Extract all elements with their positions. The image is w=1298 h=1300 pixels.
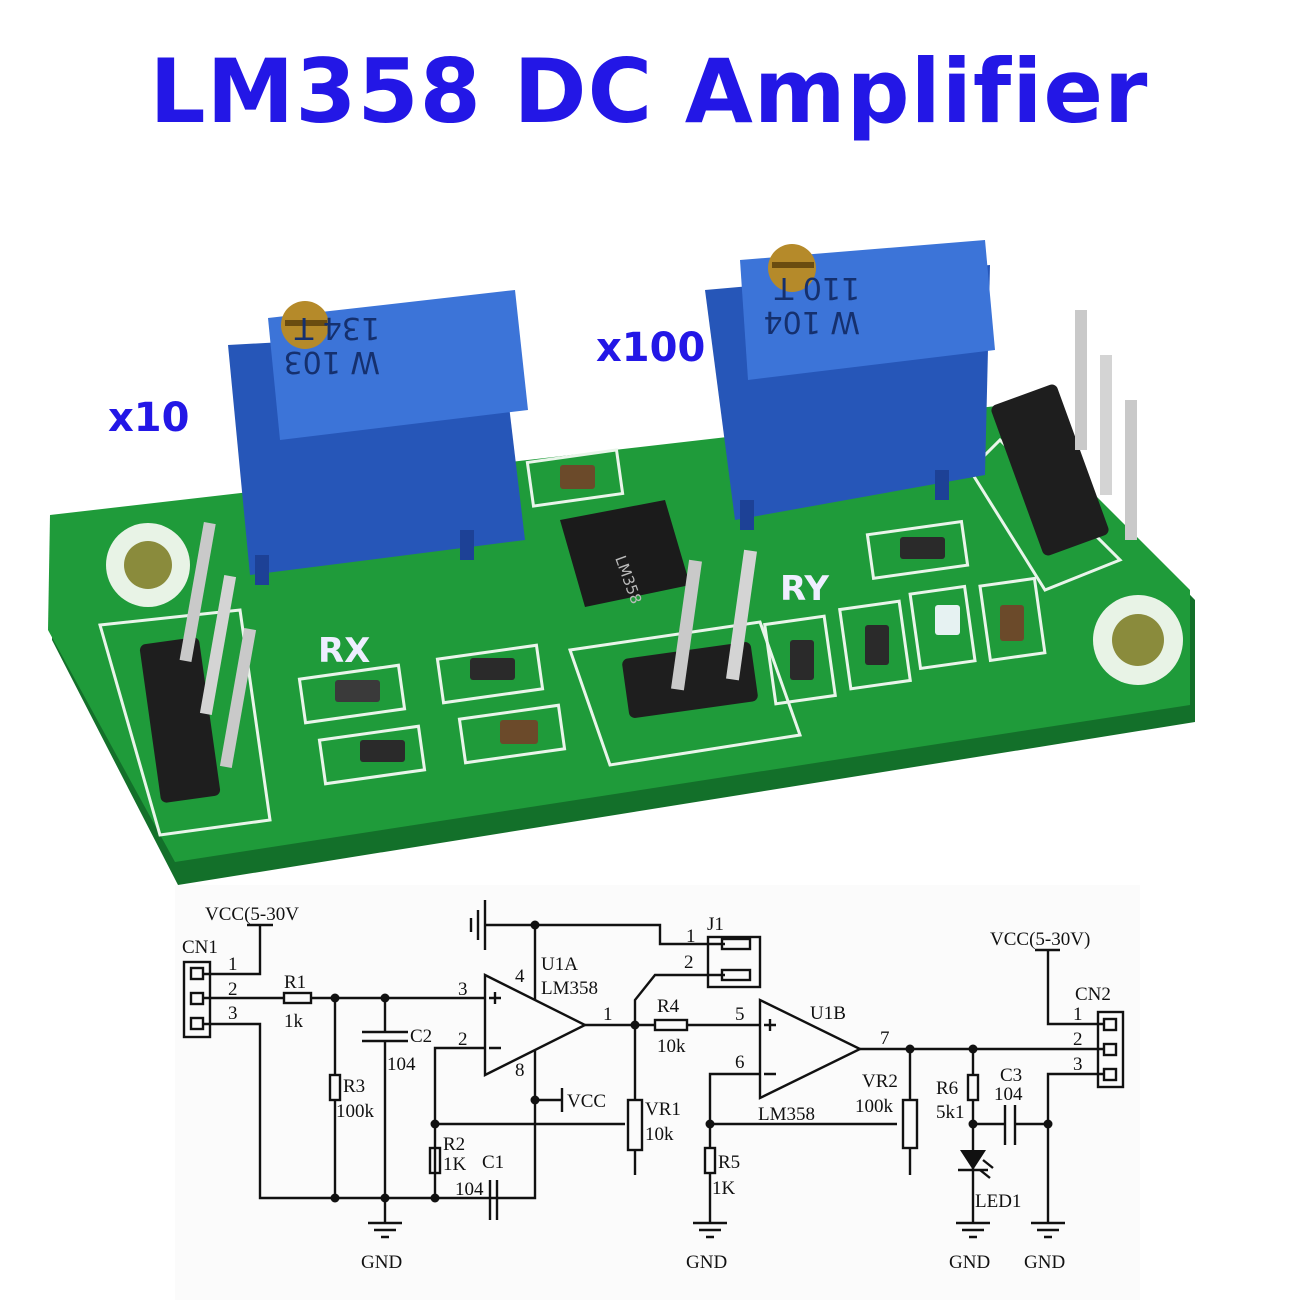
pot-right-marking-1: W 104 [764,304,860,339]
label-j1: J1 [707,914,724,935]
silk-ry: RY [780,569,829,609]
u1a-pin-8: 8 [515,1060,525,1081]
cn2-pin-3: 3 [1073,1054,1083,1075]
u1b-pin-7: 7 [880,1028,890,1049]
label-r6: R6 [936,1078,958,1099]
label-vcc: VCC [567,1091,606,1112]
page-title: LM358 DC Amplifier [149,40,1149,143]
value-c1: 104 [455,1179,484,1200]
label-vr1: VR1 [645,1099,681,1120]
value-r4: 10k [657,1036,686,1057]
u1b-pin-6: 6 [735,1052,745,1073]
label-r3: R3 [343,1076,365,1097]
label-cn2: CN2 [1075,984,1111,1005]
silkscreen-outlines [98,437,1123,837]
u1b-pin-5: 5 [735,1004,745,1025]
label-u1b: U1B [810,1003,846,1024]
value-vr1: 10k [645,1124,674,1145]
label-led1: LED1 [975,1191,1021,1212]
gain-label-x100: x100 [596,325,706,371]
label-c1: C1 [482,1152,504,1173]
label-gnd-1: GND [361,1252,402,1273]
pin-header-middle [622,549,758,718]
wires [182,900,1125,1239]
label-gnd-4: GND [1024,1252,1065,1273]
label-r1: R1 [284,972,306,993]
gain-label-x10: x10 [108,395,190,441]
mounting-holes [106,523,1183,685]
value-r5: 1K [712,1178,736,1199]
u1a-pin-2: 2 [458,1029,468,1050]
label-gnd-3: GND [949,1252,990,1273]
value-r3: 100k [336,1101,375,1122]
led-icon [960,1150,986,1170]
cn2-pin-1: 1 [1073,1004,1083,1025]
pot-left-marking-1: W 103 [284,344,380,379]
label-r4: R4 [657,996,680,1017]
label-vcc-left: VCC(5-30V [205,904,299,925]
smd-components [335,465,1024,762]
cn1-pin-3: 3 [228,1003,238,1024]
pcb-photo: LM358 RX RY W 103 134 T [48,240,1195,885]
pot-left-marking-2: 134 T [294,310,380,345]
label-gnd-2: GND [686,1252,727,1273]
label-r2: R2 [443,1134,465,1155]
label-vr2: VR2 [862,1071,898,1092]
value-c3: 104 [994,1084,1023,1105]
value-r2: 1K [443,1154,467,1175]
label-c2: C2 [410,1026,432,1047]
value-c2: 104 [387,1054,416,1075]
j1-pin-1: 1 [686,926,696,947]
value-r1: 1k [284,1011,304,1032]
label-r5: R5 [718,1152,740,1173]
label-c3: C3 [1000,1065,1022,1086]
potentiometer-vr1: W 103 134 T [228,290,528,585]
u1a-pin-3: 3 [458,979,468,1000]
j1-pin-2: 2 [684,952,694,973]
value-r6: 5k1 [936,1102,965,1123]
label-cn1: CN1 [182,937,218,958]
part-u1b: LM358 [758,1104,815,1125]
u1a-pin-4: 4 [515,966,525,987]
cn2-pin-2: 2 [1073,1029,1083,1050]
junction-dots [330,920,1053,1203]
label-vcc-right: VCC(5-30V) [990,929,1090,950]
pin-header-left [139,521,257,803]
potentiometer-vr2: W 104 110 T [705,240,995,530]
value-vr2: 100k [855,1096,894,1117]
part-u1a: LM358 [541,978,598,999]
pin-header-right [991,310,1137,556]
cn1-pin-2: 2 [228,979,238,1000]
pot-right-marking-2: 110 T [774,270,860,305]
lm358-chip: LM358 [560,500,690,607]
cn1-pin-1: 1 [228,954,238,975]
silk-rx: RX [318,631,370,671]
label-u1a: U1A [541,954,578,975]
u1a-pin-1: 1 [603,1004,613,1025]
